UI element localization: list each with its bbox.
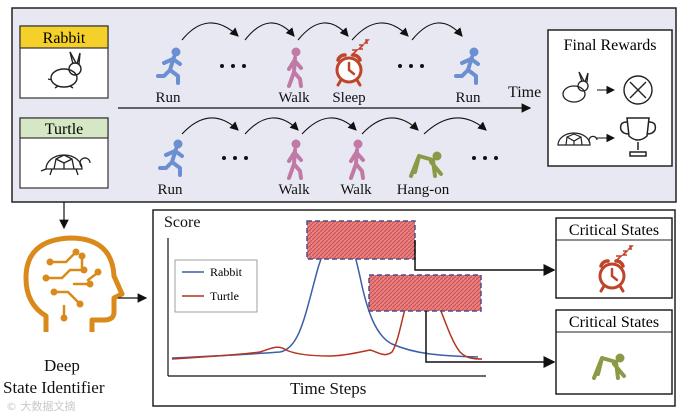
rabbit-icon	[562, 71, 589, 103]
cross-icon	[623, 75, 653, 105]
rabbit-transition-arcs	[181, 22, 463, 41]
turtle-transition-arcs	[181, 117, 487, 135]
final-rewards-title: Final Rewards	[564, 37, 657, 54]
turtle-card: Turtle	[19, 117, 109, 189]
critical-connector-2	[425, 311, 556, 368]
score-axis-label: Score	[164, 214, 201, 231]
ellipsis-icon	[398, 64, 424, 68]
rabbit-icon	[47, 51, 82, 89]
legend: Rabbit Turtle	[174, 259, 258, 313]
turtle-action-walk-2: Walk	[340, 182, 372, 198]
critical-states-title-1: Critical States	[569, 222, 659, 239]
turtle-score-curve	[171, 281, 483, 360]
critical-connector-1	[414, 240, 556, 276]
ellipsis-icon	[472, 156, 498, 160]
critical-states-title-2: Critical States	[569, 314, 659, 331]
turtle-action-run: Run	[157, 182, 183, 198]
final-rewards-box: Final Rewards	[547, 29, 673, 167]
legend-rabbit-label: Rabbit	[210, 265, 243, 279]
rabbit-action-sleep: Sleep	[332, 90, 366, 106]
legend-turtle-label: Turtle	[210, 289, 239, 303]
turtle-card-label: Turtle	[45, 121, 84, 138]
critical-states-box-1: Critical States	[555, 217, 673, 299]
critical-region-2	[368, 274, 482, 312]
watermark: © 大数据文摘	[6, 400, 76, 413]
rabbit-card-label: Rabbit	[43, 30, 86, 47]
rabbit-sleep-alarm-icon	[335, 53, 363, 87]
ellipsis-icon	[222, 156, 248, 160]
trophy-icon	[619, 117, 657, 157]
turtle-action-hang-on: Hang-on	[396, 182, 450, 198]
critical-region-1	[306, 220, 416, 260]
rabbit-action-walk: Walk	[278, 90, 310, 106]
alarm-clock-icon	[598, 259, 626, 293]
brain-head-icon	[23, 235, 125, 332]
ellipsis-icon	[220, 64, 246, 68]
rabbit-action-run-2: Run	[455, 90, 481, 106]
critical-states-box-2: Critical States	[555, 309, 673, 395]
time-axis-label: Time	[508, 84, 542, 101]
turtle-action-walk: Walk	[278, 182, 310, 198]
rabbit-action-run: Run	[155, 90, 181, 106]
time-steps-axis-label: Time Steps	[290, 379, 367, 398]
rabbit-card: Rabbit	[19, 25, 109, 99]
identifier-label-line1: Deep	[44, 356, 80, 375]
identifier-label-line2: State Identifier	[3, 378, 105, 397]
turtle-icon	[557, 132, 598, 146]
turtle-icon	[40, 154, 91, 176]
